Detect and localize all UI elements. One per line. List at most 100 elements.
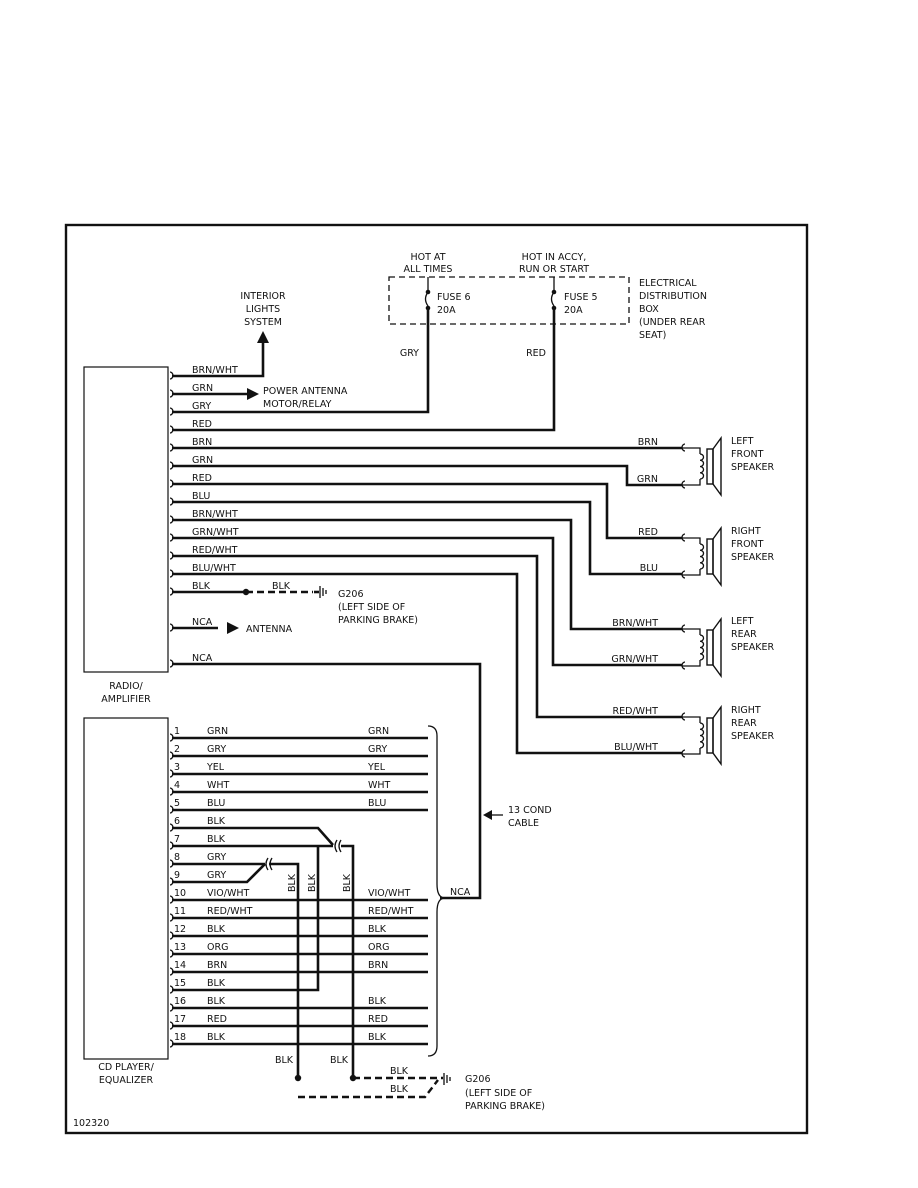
cd-ground-label-l3: PARKING BRAKE) [465,1101,545,1112]
fuse5-label: FUSE 5 [564,292,598,303]
radio-wire-label: BLU [192,491,210,502]
wire-grn-wht-lr [172,536,682,667]
cd-wire-label: BLK [207,816,226,827]
speaker-icon [681,616,722,679]
cd-pin-number: 13 [174,942,186,953]
radio-label-l1: RADIO/ [109,681,143,692]
fuse6-label: FUSE 6 [437,292,471,303]
cd-wire-6 [172,826,334,846]
cd-wires [172,736,428,1078]
cd-pin-number: 7 [174,834,180,845]
cd-wire-label: BRN [368,960,388,971]
radio-wire-label: GRN [192,383,213,394]
cd-label-l1: CD PLAYER/ [98,1062,154,1073]
cd-pin-number: 11 [174,906,186,917]
hot-at-all-times-l2: ALL TIMES [404,264,453,275]
cd-wire-label: BLK [368,924,387,935]
cd-wire-label: GRN [368,726,389,737]
cd-wire-label: ORG [368,942,389,953]
cd-pin-number: 5 [174,798,180,809]
speaker-label: LEFT [731,436,754,447]
power-antenna-l1: POWER ANTENNA [263,386,348,397]
cd-pin-number: 18 [174,1032,186,1043]
radio-wire-label: NCA [192,653,213,664]
speaker-wire-labels: BRN GRN RED BLU BRN/WHT GRN/WHT RED/WHT … [611,437,658,753]
cd-pin-number: 12 [174,924,186,935]
cd-wire-label: BLK [368,1032,387,1043]
cd-wire-label: GRN [207,726,228,737]
speaker-wire-label: GRN [637,474,658,485]
radio-wire-label: GRY [192,401,211,412]
speaker-label: REAR [731,629,757,640]
radio-wires [172,308,682,900]
cd-vblk-right: BLK [330,1055,349,1066]
box-label-l4: (UNDER REAR [639,317,706,328]
radio-wire-label: RED [192,419,212,430]
speaker-label: SPEAKER [731,462,774,473]
cd-ground-wire-label: BLK [390,1084,409,1095]
radio-ground-symbol [242,586,327,598]
speaker-label: FRONT [731,539,764,550]
interior-lights-l3: SYSTEM [244,317,282,328]
cd-wire-label: BRN [207,960,227,971]
box-label-l5: SEAT) [639,330,666,341]
radio-wire-label: GRN/WHT [192,527,239,538]
speaker-wire-label: BLU [640,563,658,574]
cable-arrow [483,810,492,820]
hot-in-accy-l1: HOT IN ACCY, [522,252,587,263]
vertical-blk-label: BLK [307,873,318,892]
cd-wire-label: BLK [207,996,226,1007]
cd-pin-number: 14 [174,960,186,971]
cd-wire-label: BLK [207,978,226,989]
hot-in-accy-l2: RUN OR START [519,264,589,275]
cd-ground-label-l1: G206 [465,1074,491,1085]
cd-ground-wire-label: BLK [390,1066,409,1077]
cd-pin-number: 9 [174,870,180,881]
speaker-label: RIGHT [731,705,761,716]
cd-wire-label: YEL [367,762,386,773]
speaker-label: FRONT [731,449,764,460]
speaker-wire-label: BRN [638,437,658,448]
cd-wire-label: RED [368,1014,388,1025]
cd-pin-number: 1 [174,726,180,737]
cd-wire-label: BLK [207,924,226,935]
speaker-label: SPEAKER [731,552,774,563]
cd-wire-label: GRY [368,744,387,755]
speaker-wire-label: BRN/WHT [612,618,658,629]
radio-label-l2: AMPLIFIER [101,694,151,705]
cd-pin-number: 17 [174,1014,186,1025]
cd-pin-number: 6 [174,816,180,827]
wire-blu-rf [172,500,682,576]
speaker-label: REAR [731,718,757,729]
cd-wire-label: BLU [368,798,386,809]
speaker-label: LEFT [731,616,754,627]
wire-gry-fuse6 [172,308,430,414]
vertical-blk-label: BLK [342,873,353,892]
radio-ground-label-l3: PARKING BRAKE) [338,615,418,626]
nca-right-label: NCA [450,887,471,898]
radio-wire-label: BRN/WHT [192,365,238,376]
speaker-wire-label: RED [638,527,658,538]
cd-pin-number: 8 [174,852,180,863]
box-label-l3: BOX [639,304,659,315]
cd-label-l2: EQUALIZER [99,1075,154,1086]
cd-pin-number: 4 [174,780,180,791]
box-label-l1: ELECTRICAL [639,278,697,289]
antenna-arrow [227,622,239,634]
power-antenna-arrow [247,388,259,400]
cd-wire-label: VIO/WHT [368,888,411,899]
radio-wire-label: RED/WHT [192,545,238,556]
diagram-frame [64,223,809,1135]
cable-brace [427,725,446,1057]
cd-pin-number: 16 [174,996,186,1007]
wire-blu-wht-rr [172,572,682,755]
speaker-label: SPEAKER [731,642,774,653]
antenna-label: ANTENNA [246,624,293,635]
cd-pin-number: 10 [174,888,186,899]
radio-wire-label: BRN [192,437,212,448]
fuse5-rating: 20A [564,305,583,316]
shield-drain-blk [341,844,355,1078]
wire-nca-cable [172,662,482,900]
speaker-wire-label: RED/WHT [613,706,659,717]
